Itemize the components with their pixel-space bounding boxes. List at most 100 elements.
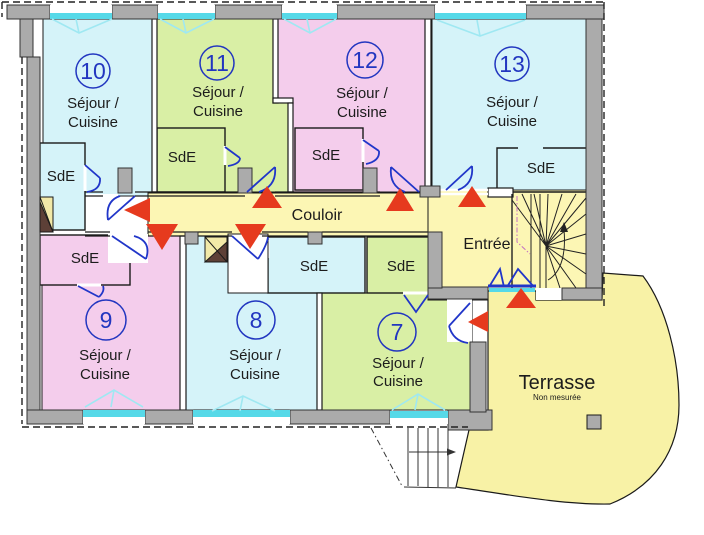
door-swing-icon	[84, 164, 101, 193]
duct-shafts	[39, 196, 228, 263]
window	[50, 5, 526, 424]
door-swing-icon	[231, 235, 269, 260]
apartment-number: 8	[250, 307, 263, 333]
door-markers	[124, 186, 536, 332]
apartment-11-labels: 11 Séjour / Cuisine SdE	[168, 45, 245, 166]
stair-rail-line	[516, 196, 531, 255]
corridor-label: Couloir	[292, 207, 343, 224]
window-casement-marks	[51, 18, 526, 412]
apartment-13-labels: 13 Séjour / Cuisine SdE	[486, 46, 555, 177]
room-label: Séjour /	[192, 84, 245, 101]
door-marker-icon	[386, 188, 414, 211]
main-staircase	[511, 193, 587, 289]
stair-landing-wall	[487, 187, 514, 198]
sde-label: SdE	[47, 168, 75, 185]
apartment-number-badge	[199, 45, 235, 81]
apartment-10-labels: 10 Séjour / Cuisine SdE	[47, 53, 120, 185]
wall-entrance-bottom	[427, 286, 489, 300]
door-swing-icon	[111, 235, 149, 260]
door-jamb	[184, 231, 199, 245]
door-marker-icon	[458, 186, 486, 207]
door-swing-icon	[445, 165, 474, 191]
circulation	[147, 189, 591, 301]
windows	[50, 5, 535, 424]
apartment-number: 12	[352, 47, 378, 73]
apartment-number: 7	[391, 319, 404, 345]
exterior-stairs	[370, 427, 457, 489]
wall-entrance-left	[427, 231, 443, 289]
terrace-note: Non mesurée	[533, 393, 582, 402]
apartment-number-badge	[75, 53, 111, 89]
terrace-post	[586, 414, 602, 430]
room-label: Cuisine	[193, 103, 243, 120]
wall-right	[585, 18, 603, 289]
door-swing-icon	[448, 302, 471, 344]
room-label: Cuisine	[487, 113, 537, 130]
door-jamb	[362, 167, 378, 194]
entrance-hall-area	[427, 189, 591, 301]
apartment-7-labels: 7 Séjour / Cuisine SdE	[372, 258, 425, 390]
room-label: Cuisine	[80, 366, 130, 383]
sde-label: SdE	[527, 160, 555, 177]
bathrooms	[39, 127, 586, 294]
room-label: Séjour /	[67, 95, 120, 112]
window-sill	[50, 13, 535, 418]
apartment-number-badge	[236, 300, 276, 340]
wall-left	[19, 18, 34, 58]
sde-apartment-8	[267, 236, 366, 294]
apartment-8-labels: 8 Séjour / Cuisine SdE	[229, 258, 328, 383]
door-marker-icon	[506, 288, 536, 308]
door-swing-icon	[362, 139, 380, 165]
door-marker-icon	[124, 198, 150, 222]
terrace-area	[455, 272, 680, 505]
rail-dash-dot	[370, 427, 403, 487]
door-marker-icon	[252, 186, 282, 208]
apartment-number-badge	[377, 312, 417, 352]
door-marker-icon	[146, 224, 178, 250]
door-jamb	[419, 185, 441, 198]
room-label: Cuisine	[68, 114, 118, 131]
doors	[77, 139, 536, 344]
apartment-number: 13	[499, 51, 525, 77]
door-jamb	[117, 167, 133, 194]
terrace-label: Terrasse	[519, 372, 596, 394]
sde-apartment-7	[366, 236, 431, 294]
room-label: Cuisine	[373, 373, 423, 390]
door-marker-icon	[468, 311, 488, 332]
wall-top	[6, 4, 51, 20]
door-marker-icon	[235, 224, 266, 249]
sde-label: SdE	[387, 258, 415, 275]
terrace	[455, 272, 680, 505]
sde-label: SdE	[168, 149, 196, 166]
apartment-number: 11	[205, 50, 229, 76]
sde-label: SdE	[300, 258, 328, 275]
door-swing-icon	[246, 166, 277, 193]
apartment-9-labels: 9 Séjour / Cuisine SdE	[71, 250, 132, 383]
sde-label: SdE	[312, 147, 340, 164]
stair-direction-arrow	[547, 229, 565, 281]
corridor-area	[147, 192, 433, 237]
door-jamb	[237, 167, 253, 194]
door-swing-icon	[106, 195, 136, 221]
door-swing-icon	[403, 294, 429, 314]
room-label: Séjour /	[372, 355, 425, 372]
duct-shaft	[203, 236, 228, 263]
sde-apartment-12	[294, 127, 364, 191]
entrance-label: Entrée	[463, 236, 510, 253]
apartment-number-badge	[346, 41, 384, 79]
apartment-number-badge	[85, 299, 127, 341]
door-swing-icon	[77, 285, 105, 298]
apartment-number-badge	[494, 46, 530, 82]
dashed-boundary	[1, 1, 605, 428]
stairs-arrowhead-icon	[447, 448, 456, 456]
duct-shaft	[39, 196, 54, 233]
door-swing-icon	[389, 166, 420, 193]
wall-apartment7-right	[469, 341, 487, 413]
wall-bottom	[26, 409, 84, 425]
apartment-12-labels: 12 Séjour / Cuisine SdE	[312, 41, 389, 164]
stair-arrowhead-icon	[560, 222, 568, 232]
room-label: Séjour /	[229, 347, 282, 364]
room-label: Séjour /	[336, 85, 389, 102]
door-jamb	[307, 231, 323, 245]
